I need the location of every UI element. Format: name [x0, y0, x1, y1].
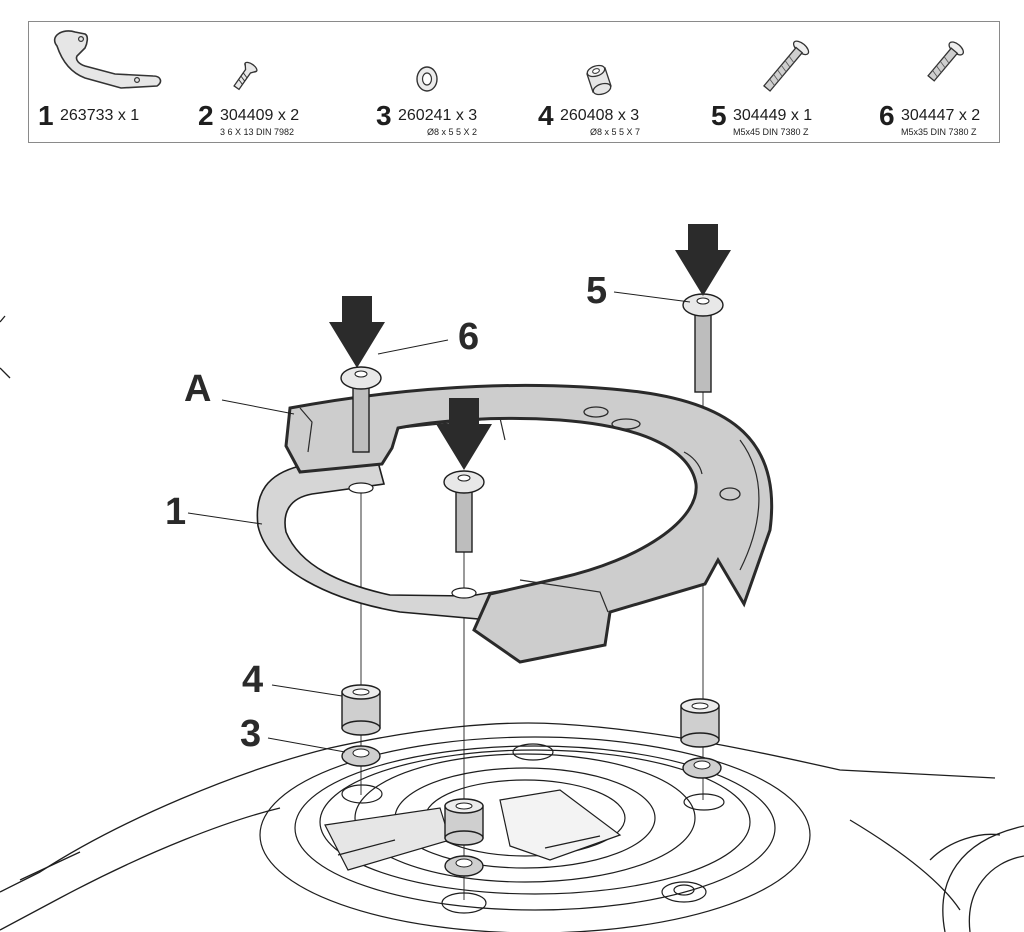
part-code: 260408 x 3 — [560, 107, 640, 124]
part-code: 304409 x 2 — [220, 107, 300, 124]
spacer — [444, 798, 484, 846]
fuel-tank — [0, 315, 1024, 932]
leader-lines — [187, 291, 691, 753]
tank-filler-cap — [259, 736, 811, 932]
part-number: 2 — [198, 100, 214, 131]
part-number: 4 — [538, 100, 554, 131]
spacer-icon — [586, 64, 612, 96]
part-code: 260241 x 3 — [398, 107, 478, 124]
part-item: 5 304449 x 1 M5x45 DIN 7380 Z — [711, 22, 861, 144]
part-code: 263733 x 1 — [60, 107, 140, 124]
tank-ring — [284, 383, 774, 664]
spacer — [341, 684, 381, 736]
down-arrow-icon — [675, 224, 731, 296]
callout-4: 4 — [242, 659, 264, 701]
washer — [444, 855, 484, 877]
bracket-plate-icon — [53, 30, 162, 89]
parts-list: 1 263733 x 1 2 304409 x 2 3 6 X 13 DIN 7… — [28, 21, 1000, 143]
part-item: 6 304447 x 2 M5x35 DIN 7380 Z — [879, 22, 999, 144]
countersunk-screw-icon — [233, 61, 258, 91]
down-arrow-icon — [436, 398, 492, 470]
callout-5: 5 — [586, 270, 608, 312]
callout-3: 3 — [240, 713, 262, 755]
washer-icon — [416, 66, 438, 92]
short-bolt-icon — [927, 41, 964, 82]
callout-1: 1 — [165, 491, 187, 533]
part-item: 4 260408 x 3 Ø8 x 5 5 X 7 — [537, 22, 687, 144]
long-bolt-icon — [763, 40, 810, 92]
part-item: 2 304409 x 2 3 6 X 13 DIN 7982 — [195, 22, 345, 144]
part-number: 6 — [879, 100, 895, 131]
bolt — [443, 470, 485, 553]
part-spec: M5x35 DIN 7380 Z — [901, 127, 977, 137]
part-code: 304447 x 2 — [901, 107, 981, 124]
callout-6: 6 — [458, 316, 480, 358]
part-spec: Ø8 x 5 5 X 2 — [427, 127, 478, 137]
bolt — [340, 366, 382, 453]
down-arrow-icon — [329, 296, 385, 368]
part-number: 3 — [376, 100, 392, 131]
part-code: 304449 x 1 — [733, 107, 813, 124]
part-spec: Ø8 x 5 5 X 7 — [590, 127, 641, 137]
part-spec: 3 6 X 13 DIN 7982 — [220, 127, 295, 137]
spacer — [680, 698, 720, 748]
washer — [341, 745, 381, 767]
part-spec: M5x45 DIN 7380 Z — [733, 127, 809, 137]
bolt — [682, 293, 724, 393]
part-number: 5 — [711, 100, 727, 131]
part-number: 1 — [38, 100, 54, 131]
part-item: 1 263733 x 1 — [37, 22, 187, 144]
washer — [682, 757, 722, 779]
callout-a: A — [184, 368, 212, 410]
part-item: 3 260241 x 3 Ø8 x 5 5 X 2 — [374, 22, 524, 144]
